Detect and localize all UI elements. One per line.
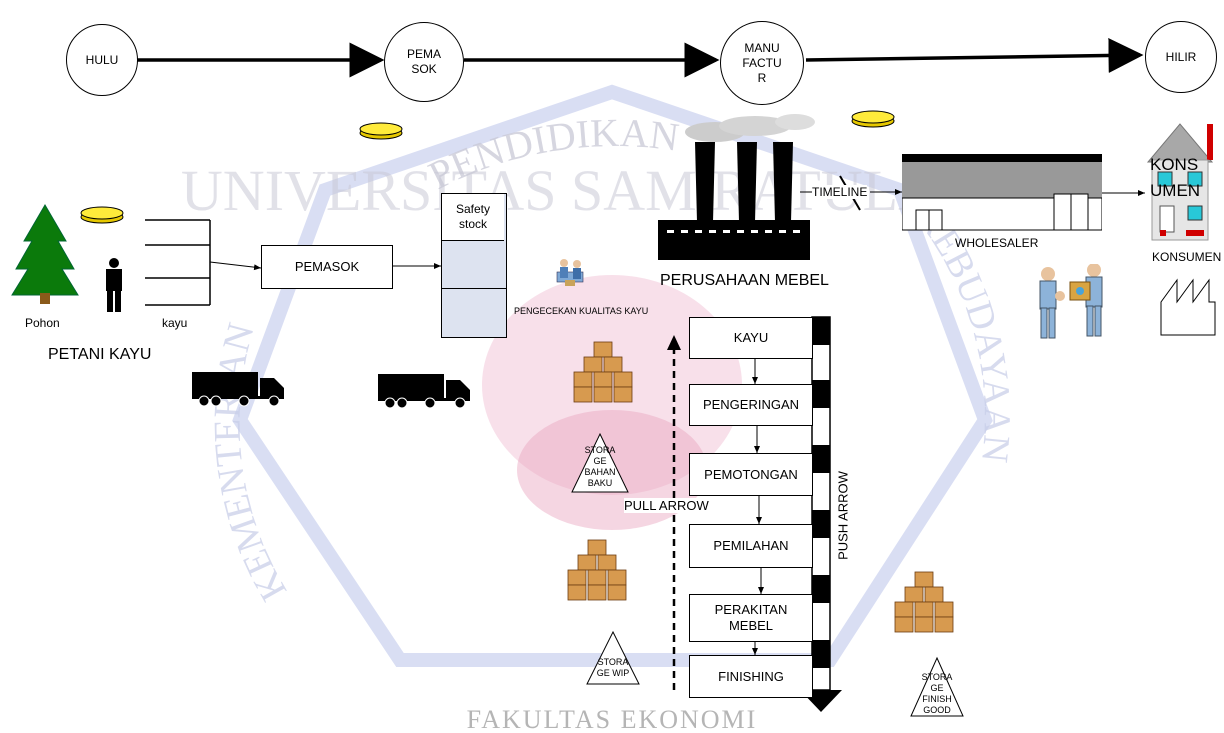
boxes-icon [567, 539, 627, 601]
chain-label: PEMA SOK [406, 47, 441, 76]
chain-node-hulu: HULU [66, 24, 138, 96]
process-step-pemotongan: PEMOTONGAN [689, 453, 813, 496]
wholesaler-label: WHOLESALER [955, 236, 1039, 250]
storage-triangle-icon [910, 656, 964, 717]
process-step-kayu: KAYU [689, 317, 813, 359]
tree-label: Pohon [25, 316, 60, 330]
farmer-group-label: PETANI KAYU [48, 346, 152, 363]
pull-arrow-label: PULL ARROW [624, 498, 709, 513]
storage-triangle-icon [571, 432, 629, 493]
quality-inspector-icon [556, 259, 584, 286]
coin-icon [80, 206, 124, 224]
truck-icon [192, 372, 284, 407]
process-step-finishing: FINISHING [689, 655, 813, 698]
boxes-icon [894, 571, 954, 633]
process-step-label: FINISHING [718, 668, 784, 684]
process-flow-arrows [752, 358, 764, 655]
process-step-label: PERAKITAN MEBEL [714, 602, 788, 633]
storage-finish-label: STORA GE FINISH GOOD [921, 672, 953, 715]
consumer-house-label: KONS UMEN [1150, 155, 1201, 200]
chain-node-pemasok: PEMA SOK [384, 22, 464, 102]
factory-label: PERUSAHAAN MEBEL [660, 272, 829, 289]
small-factory-icon [1160, 278, 1216, 336]
person-icon [106, 258, 122, 312]
chain-node-hilir: HILIR [1145, 21, 1217, 93]
coin-icon [359, 122, 403, 140]
wood-bundle [145, 219, 211, 306]
safety-stock-label: Safety stock [455, 202, 491, 231]
quality-check-label: PENGECEKAN KUALITAS KAYU [514, 306, 649, 316]
safety-stock-divider [442, 288, 506, 289]
process-step-label: PEMILAHAN [713, 538, 789, 553]
process-step-pemilahan: PEMILAHAN [689, 524, 813, 568]
chain-arrow-3 [805, 37, 1144, 73]
coin-icon [851, 110, 895, 128]
safety-stock-header: Safety stock [442, 194, 504, 241]
process-step-label: PEMOTONGAN [704, 466, 798, 482]
process-step-perakitan-mebel: PERAKITAN MEBEL [689, 594, 813, 642]
consumer-label: KONSUMEN [1152, 250, 1222, 264]
chain-label: HILIR [1165, 49, 1197, 64]
arrow-wood-to-supplier [209, 261, 262, 271]
delivery-people-icon [1039, 264, 1103, 339]
factory-icon [658, 114, 815, 260]
push-arrow [800, 316, 842, 712]
pull-arrow-head [667, 335, 681, 350]
chain-node-manufactur: MANU FACTU R [720, 21, 804, 105]
timeline-label: TIMELINE [812, 185, 868, 199]
storage-raw-label: STORA GE BAHAN BAKU [584, 445, 616, 488]
wholesaler-building-icon [902, 154, 1102, 231]
consumer-house-icon [1146, 123, 1214, 241]
supplier-box: PEMASOK [261, 245, 393, 289]
push-arrow-label: PUSH ARROW [835, 471, 851, 560]
tree-icon [11, 204, 79, 304]
boxes-icon [573, 341, 633, 403]
wood-label: kayu [162, 316, 188, 330]
supplier-label: PEMASOK [294, 259, 360, 274]
process-step-pengeringan: PENGERINGAN [689, 384, 813, 426]
chain-label: HULU [85, 52, 119, 67]
storage-wip-label: STORA GE WIP [596, 657, 630, 678]
truck-icon [378, 374, 470, 409]
storage-triangle-icon [586, 630, 640, 685]
chain-label: MANU FACTU R [742, 40, 782, 85]
process-step-label: PENGERINGAN [702, 397, 800, 412]
safety-stock: Safety stock [441, 193, 507, 338]
process-step-label: KAYU [733, 330, 769, 345]
